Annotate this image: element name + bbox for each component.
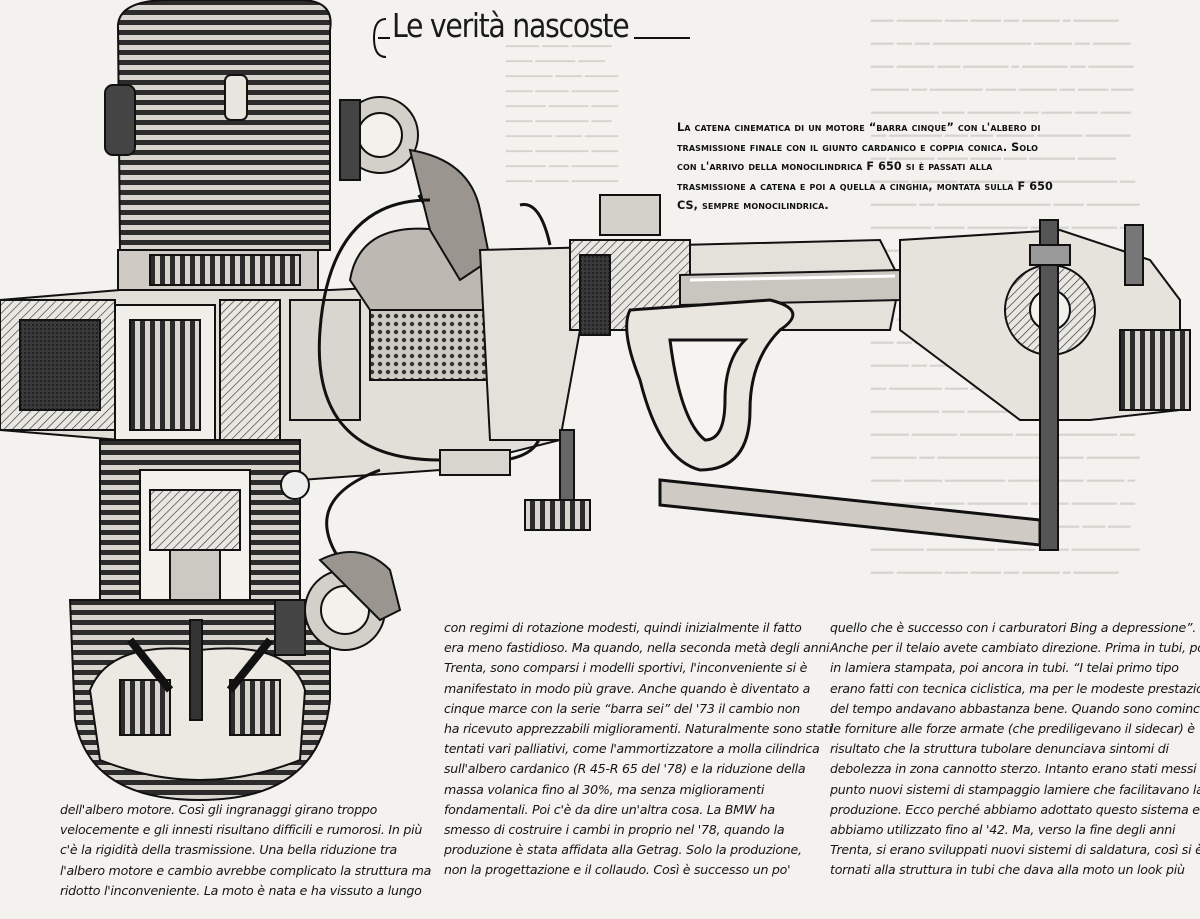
final-drive xyxy=(899,219,1191,551)
upper-carburetor xyxy=(339,96,492,282)
swing-arm xyxy=(625,298,1042,547)
body-line: non la progettazione e il collaudo. Così… xyxy=(444,862,791,878)
lower-cylinder-head xyxy=(68,599,331,802)
body-line: cinque marce con la serie “barra sei” de… xyxy=(444,700,800,716)
body-line: debolezza in zona cannotto sterzo. Intan… xyxy=(830,761,1200,777)
body-line: Trenta, sono comparsi i modelli sportivi… xyxy=(444,660,808,676)
body-column-2: con regimi di rotazione modesti, quindi … xyxy=(444,618,832,881)
body-column-1: dell'albero motore. Così gli ingranaggi … xyxy=(60,800,432,901)
show-through-texture-mid: ━━━━━ ━━━━ ━━━━━━━━━━ ━━━━━━ ━━━━━━━━━━━… xyxy=(505,41,618,188)
body-line: del tempo andavano abbastanza bene. Quan… xyxy=(830,700,1200,716)
body-line: fondamentali. Poi c'è da dire un'altra c… xyxy=(444,801,775,817)
body-line: l'albero motore e cambio avrebbe complic… xyxy=(60,862,432,878)
lower-cylinder xyxy=(99,439,301,611)
lower-carburetor xyxy=(274,551,402,656)
fuel-line xyxy=(280,449,511,500)
body-column-3: quello che è successo con i carburatori … xyxy=(830,618,1200,881)
body-line: produzione è stata affidata alla Getrag.… xyxy=(444,842,802,858)
body-line: le forniture alle forze armate (che pred… xyxy=(830,721,1195,737)
body-line: abbiamo utilizzato fino al '42. Ma, vers… xyxy=(830,822,1176,838)
body-line: quello che è successo con i carburatori … xyxy=(830,620,1197,635)
body-line: con regimi di rotazione modesti, quindi … xyxy=(444,620,802,635)
body-line: erano fatti con tecnica ciclistica, ma p… xyxy=(830,680,1200,696)
body-line: ha ricevuto apprezzabili miglioramenti. … xyxy=(444,721,832,737)
body-line: tornati alla struttura in tubi che dava … xyxy=(830,862,1185,878)
body-line: velocemente e gli innesti risultano diff… xyxy=(60,822,423,838)
body-line: smesso di costruire i cambi in proprio n… xyxy=(444,822,785,838)
title-frame xyxy=(372,18,690,58)
body-line: dell'albero motore. Così gli ingranaggi … xyxy=(60,802,378,817)
body-line: in lamiera stampata, poi ancora in tubi.… xyxy=(830,660,1179,676)
body-line: punto nuovi sistemi di stampaggio lamier… xyxy=(830,781,1200,797)
body-line: Trenta, si erano sviluppati nuovi sistem… xyxy=(830,842,1200,858)
body-line: era meno fastidioso. Ma quando, nella se… xyxy=(444,640,830,656)
body-line: Anche per il telaio avete cambiato direz… xyxy=(830,640,1200,656)
illustration-caption: La catena cinematica di un motore “barra… xyxy=(677,121,1053,212)
upper-cylinder-head xyxy=(104,0,332,291)
body-line: c'è la rigidità della trasmissione. Una … xyxy=(60,842,398,858)
article-title: Le verità nascoste xyxy=(392,6,630,45)
body-line: tentati vari palliativi, come l'ammortiz… xyxy=(444,741,820,757)
kick-pedal xyxy=(524,429,591,531)
body-line: risultato che la struttura tubolare denu… xyxy=(830,741,1169,757)
body-line: ridotto l'inconveniente. La moto è nata … xyxy=(60,882,422,898)
body-line: manifestato in modo più grave. Anche qua… xyxy=(444,680,811,696)
body-line: produzione. Ecco perché abbiamo adottato… xyxy=(830,801,1200,817)
body-line: sull'albero cardanico (R 45-R 65 del '78… xyxy=(444,761,806,777)
body-line: massa volanica fino al 30%, ma senza mig… xyxy=(444,781,765,797)
